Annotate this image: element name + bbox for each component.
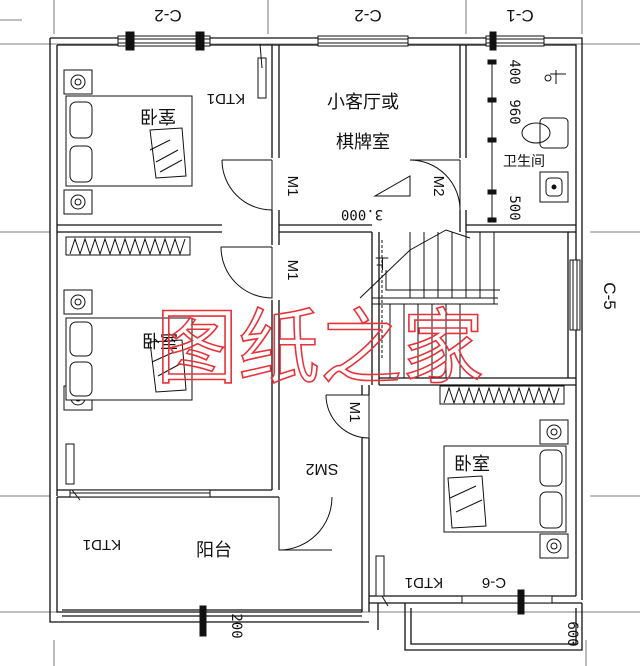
- windows: [69, 31, 581, 637]
- ac-label-ktd1-se: KTD1: [405, 574, 443, 591]
- door-swings: [220, 159, 461, 551]
- wardrobe-racks: [65, 236, 565, 405]
- room-label-living-line1: 小客厅或: [327, 92, 399, 113]
- dimension-500: 500: [506, 195, 522, 220]
- window-label-c1: C-1: [506, 6, 533, 25]
- stair-up-label: 上: [375, 254, 389, 270]
- window-label-c2-left: C-2: [154, 6, 181, 25]
- beds: [63, 69, 569, 559]
- room-label-bedroom-nw: 卧室: [140, 105, 176, 126]
- door-label-m1-mid: M1: [284, 260, 301, 281]
- room-label-living-line2: 棋牌室: [336, 132, 390, 153]
- dimension-400: 400: [506, 59, 522, 84]
- room-label-bathroom: 卫生间: [503, 154, 545, 170]
- room-label-balcony: 阳台: [196, 540, 232, 561]
- dimension-960: 960: [506, 99, 522, 124]
- window-label-c5: C-5: [600, 282, 619, 309]
- door-label-m1-low: M1: [346, 402, 363, 423]
- room-label-bedroom-se: 卧室: [454, 454, 490, 475]
- window-label-c2-center: C-2: [354, 6, 381, 25]
- ac-label-ktd1-nw: KTD1: [207, 90, 245, 107]
- ac-label-ktd1-balcony: KTD1: [83, 536, 121, 553]
- dimension-600: 600: [564, 621, 580, 646]
- ac-units: [65, 43, 389, 607]
- bathroom-fixtures: [487, 59, 569, 223]
- dimension-200: 200: [228, 613, 244, 638]
- watermark-text: 图纸之家: [156, 301, 484, 396]
- walls: [49, 37, 583, 651]
- door-label-m1-top: M1: [284, 176, 301, 197]
- room-label-bedroom-w: 卧室: [142, 332, 178, 353]
- door-label-sm2: SM2: [305, 460, 338, 477]
- stair: [359, 175, 500, 378]
- door-label-m2: M2: [430, 176, 447, 197]
- elevation-label: 3.000: [341, 206, 383, 222]
- window-label-c6: C-6: [482, 574, 506, 591]
